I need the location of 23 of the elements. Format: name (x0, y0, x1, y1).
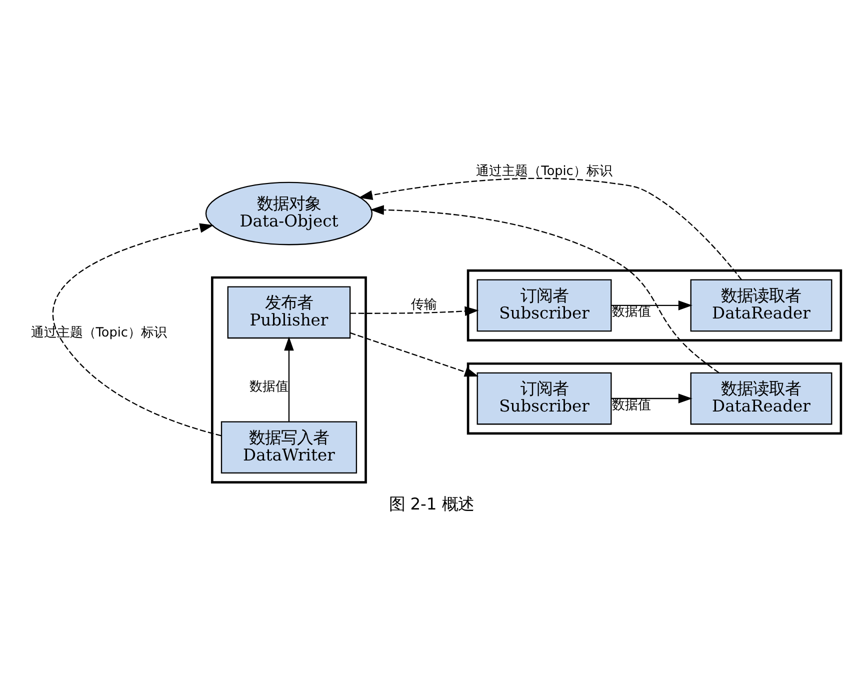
cluster (466, 268, 842, 341)
cluster (466, 362, 842, 434)
node-box: 数据写入者 DataWriter (220, 420, 358, 474)
arrow (350, 332, 479, 376)
arrow (284, 336, 294, 422)
caption: 图 2-1 概述 (389, 494, 474, 513)
edge-label: 数据值 (250, 378, 289, 394)
arrow (52, 222, 222, 436)
arrow (370, 204, 720, 373)
arrow (350, 306, 479, 316)
node-box: 数据读取者 DataReader (690, 278, 832, 332)
arrow (611, 393, 692, 403)
edge-label: 传输 (410, 297, 437, 312)
node-box: 发布者 Publisher (227, 286, 351, 338)
arrow (611, 300, 692, 310)
node-box: 订阅者 Subscriber (476, 372, 612, 424)
node-box: 订阅者 Subscriber (476, 278, 612, 332)
edge-label: 数据值 (612, 397, 651, 412)
node-box: 数据读取者 DataReader (690, 372, 832, 424)
edge-label: 通过主题（Topic）标识 (30, 325, 167, 340)
cluster (211, 276, 367, 483)
edge-label: 通过主题（Topic）标识 (476, 163, 612, 178)
arrow (358, 177, 742, 280)
